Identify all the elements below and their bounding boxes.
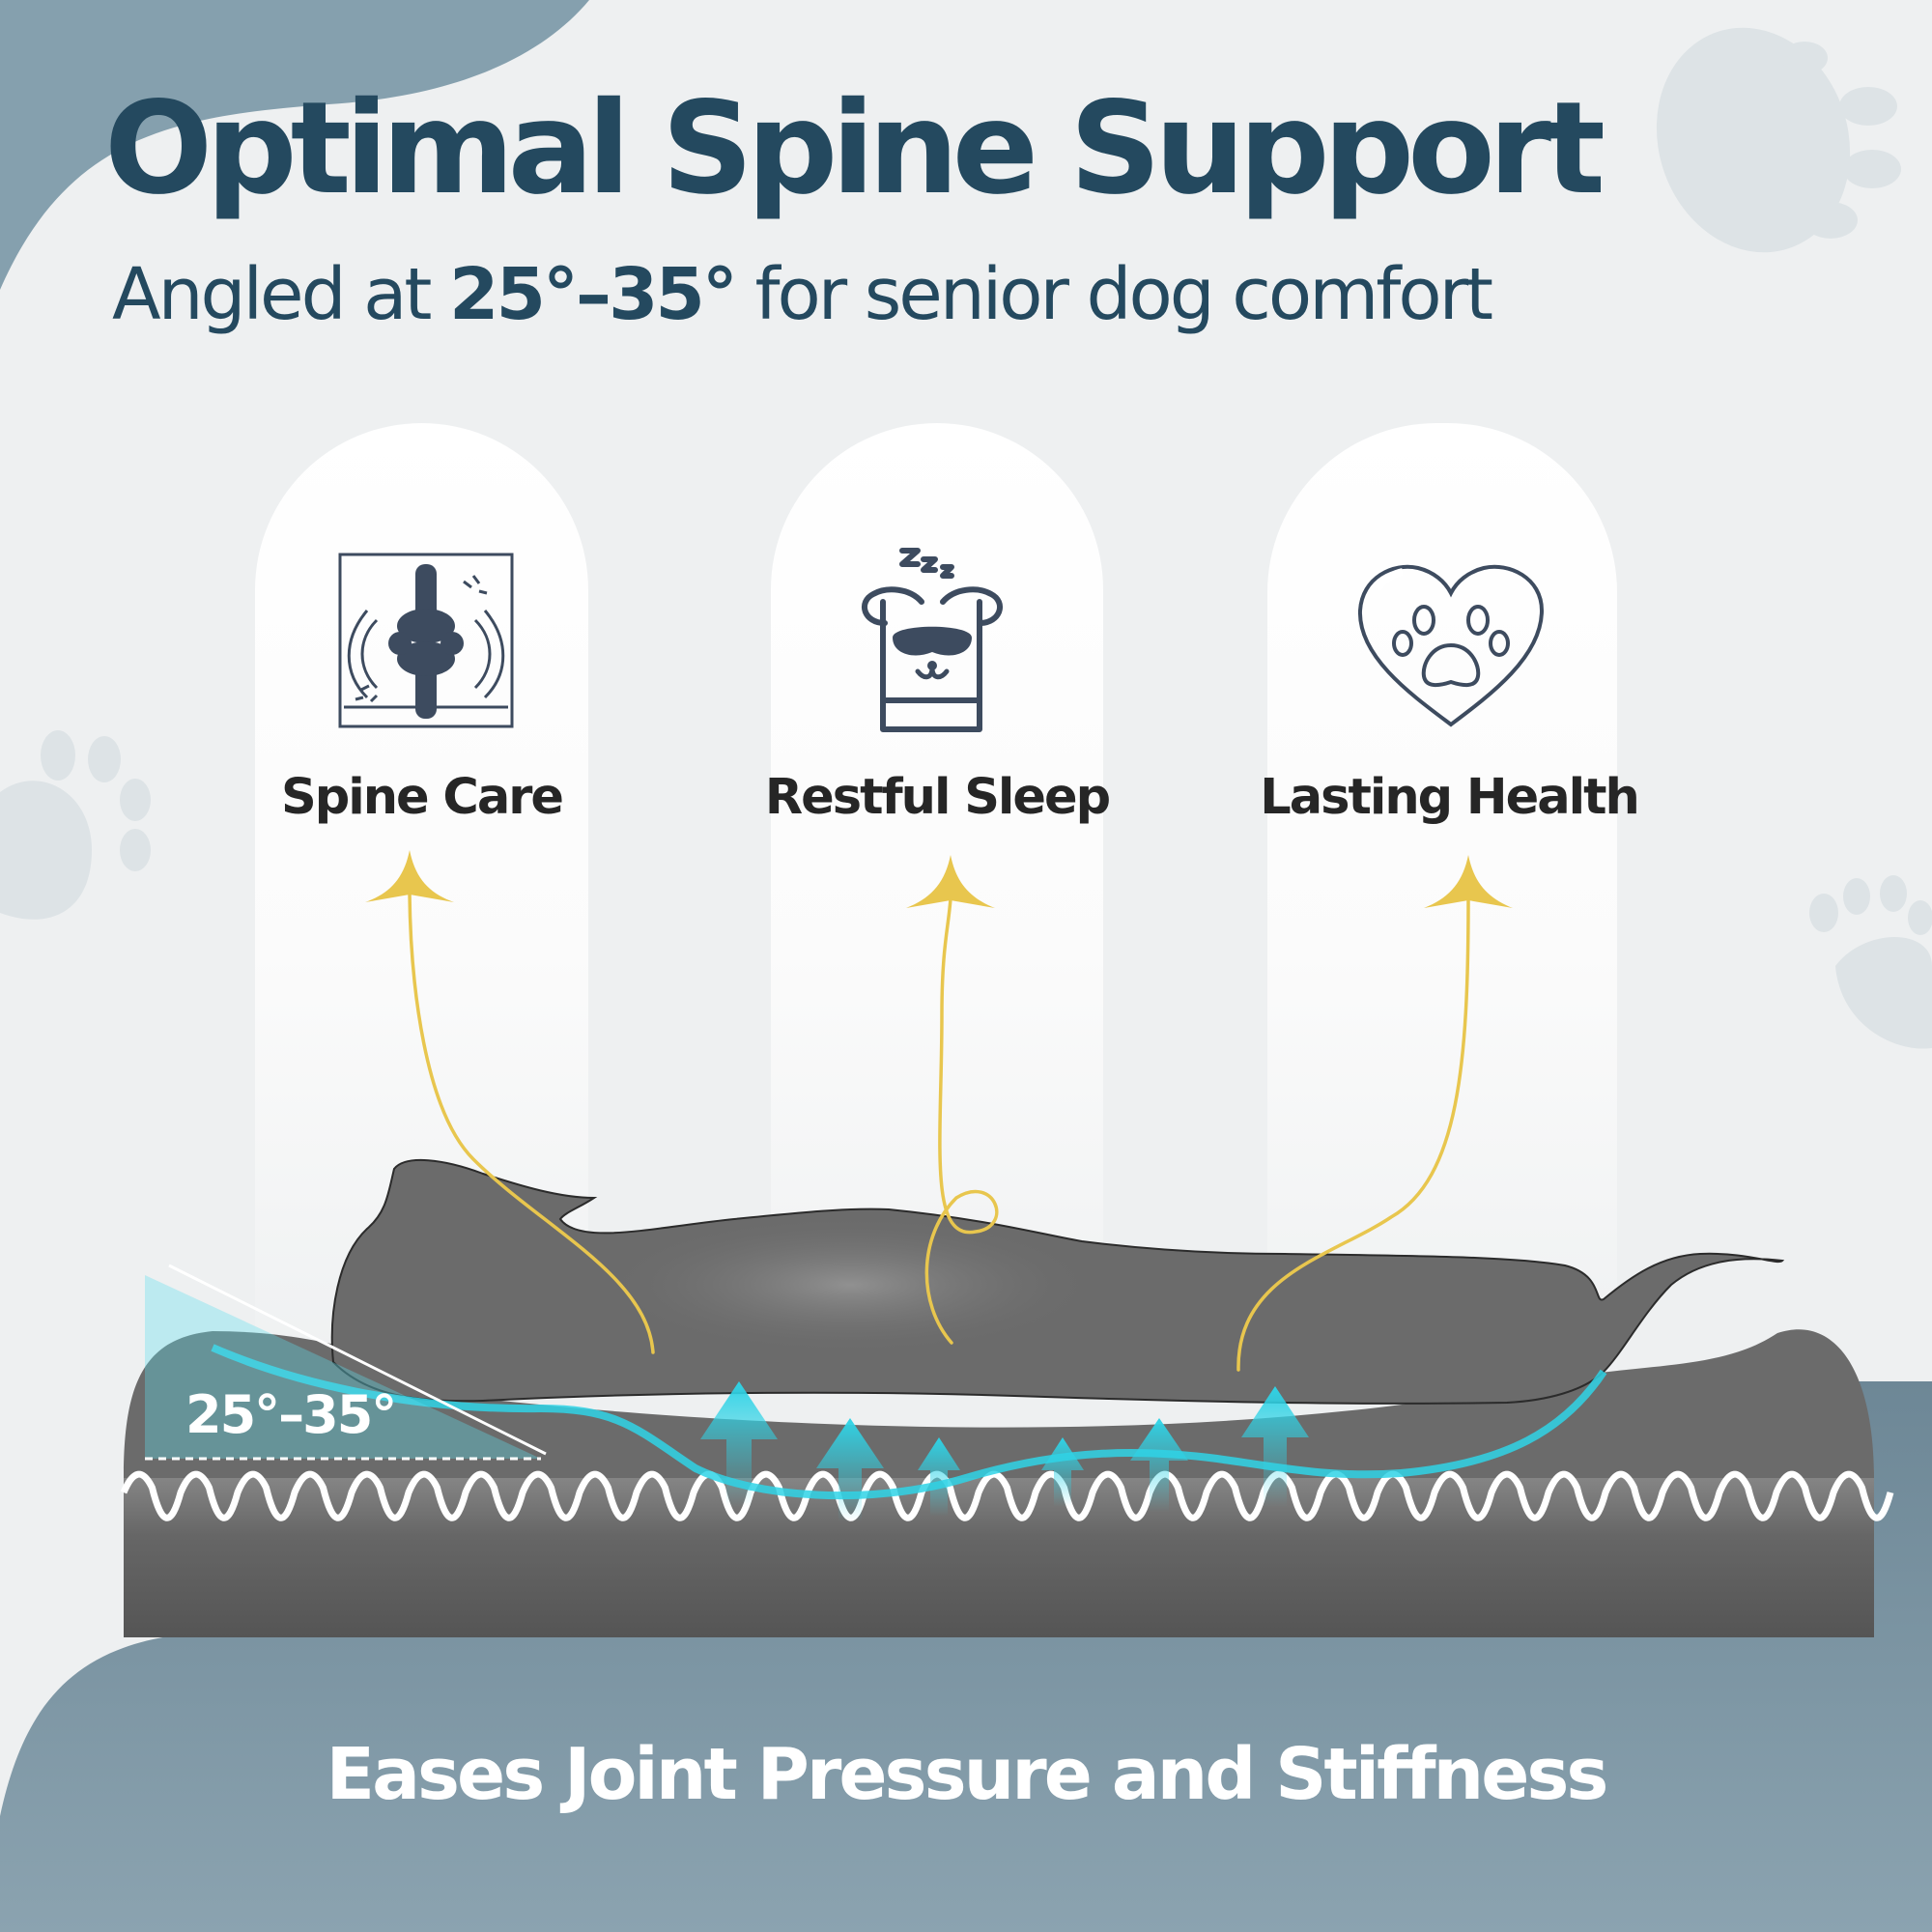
feature-label-spine-care: Spine Care [281,769,564,826]
footer-tagline: Eases Joint Pressure and Stiffness [326,1733,1609,1816]
paw-print-right [1809,875,1932,1049]
sleeping-dog-icon [862,548,1003,732]
pressure-arrows [700,1381,1309,1521]
page-title: Optimal Spine Support [104,74,1605,223]
yellow-arrowheads [365,850,1513,908]
egg-crate-edge [120,1470,1894,1521]
bed-bolster [124,1329,1874,1478]
feature-label-restful-sleep: Restful Sleep [764,769,1111,826]
paw-print-top-right [1656,27,1901,253]
subtitle-prefix: Angled at [112,253,449,336]
top-left-blob [0,0,589,290]
subtitle-suffix: for senior dog comfort [734,253,1493,336]
subtitle-angle: 25°–35° [448,253,738,336]
subtitle: Angled at 25°–35° for senior dog comfort [112,259,1493,330]
bed-base [124,1468,1874,1637]
angle-label: 25°–35° [185,1384,397,1445]
paw-print-left [0,730,151,920]
heart-paw-icon [1357,564,1545,727]
angle-wedge [145,1275,541,1459]
feature-label-lasting-health: Lasting Health [1260,769,1640,826]
spine-joint-icon [338,553,514,728]
yellow-arrows [408,892,1470,1372]
spine-xray [609,1217,1092,1352]
angle-line [168,1264,547,1456]
feature-card-lasting-health [1267,423,1617,1389]
support-line [211,1344,1607,1500]
